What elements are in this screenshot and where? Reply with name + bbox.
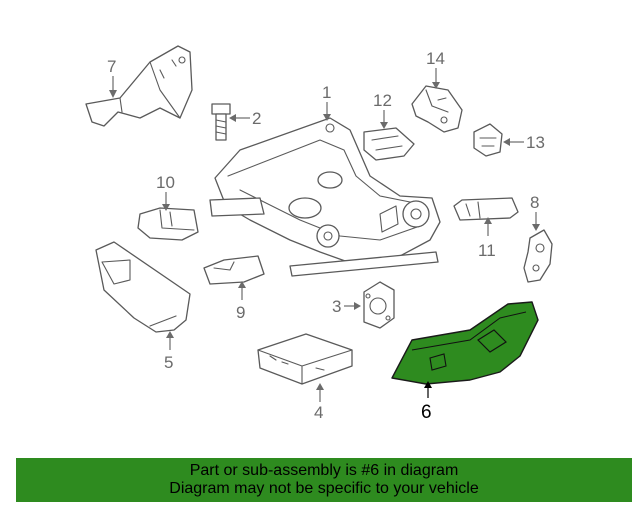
callout-7: 7 — [107, 57, 117, 98]
parts-diagram: 7 2 1 12 — [85, 45, 553, 423]
callout-2: 2 — [229, 109, 261, 128]
svg-text:5: 5 — [164, 353, 173, 372]
callout-3: 3 — [332, 297, 361, 316]
info-banner: Part or sub-assembly is #6 in diagram Di… — [16, 458, 632, 502]
svg-text:9: 9 — [236, 303, 245, 322]
svg-text:2: 2 — [252, 109, 261, 128]
callout-14: 14 — [426, 49, 445, 89]
part-12-cover[interactable] — [363, 127, 415, 161]
part-1-seat-frame[interactable] — [209, 117, 441, 277]
svg-text:4: 4 — [314, 403, 323, 422]
part-4-control-module[interactable] — [257, 333, 353, 385]
callout-8: 8 — [530, 193, 540, 231]
banner-line-2: Diagram may not be specific to your vehi… — [169, 480, 479, 497]
part-2-bolt[interactable] — [211, 103, 231, 141]
callout-13: 13 — [503, 133, 545, 152]
callout-1: 1 — [322, 83, 331, 121]
callout-12: 12 — [373, 91, 392, 129]
part-10-cover[interactable] — [137, 207, 199, 241]
svg-text:14: 14 — [426, 49, 445, 68]
svg-text:6: 6 — [421, 402, 432, 423]
part-6-seat-side-trim-highlighted[interactable] — [391, 301, 539, 385]
part-9-cover[interactable] — [203, 255, 265, 285]
callout-9: 9 — [236, 281, 246, 322]
callout-6: 6 — [421, 381, 432, 423]
svg-text:8: 8 — [530, 193, 539, 212]
part-7-bracket[interactable] — [85, 45, 193, 127]
callout-11: 11 — [478, 217, 496, 260]
part-8-bracket[interactable] — [523, 229, 553, 283]
svg-text:10: 10 — [156, 173, 175, 192]
part-11-rail-cover[interactable] — [453, 197, 519, 221]
svg-text:1: 1 — [322, 83, 331, 102]
svg-text:7: 7 — [107, 57, 116, 76]
part-13-clip[interactable] — [473, 123, 503, 157]
callout-5: 5 — [164, 331, 174, 372]
callout-4: 4 — [314, 383, 324, 422]
callout-10: 10 — [156, 173, 175, 211]
part-5-side-trim[interactable] — [95, 241, 191, 333]
svg-text:12: 12 — [373, 91, 392, 110]
part-14-housing[interactable] — [411, 85, 463, 133]
svg-text:13: 13 — [526, 133, 545, 152]
banner-line-1: Part or sub-assembly is #6 in diagram — [189, 462, 459, 479]
svg-text:3: 3 — [332, 297, 341, 316]
svg-text:11: 11 — [478, 241, 496, 260]
part-3-motor[interactable] — [363, 281, 395, 329]
